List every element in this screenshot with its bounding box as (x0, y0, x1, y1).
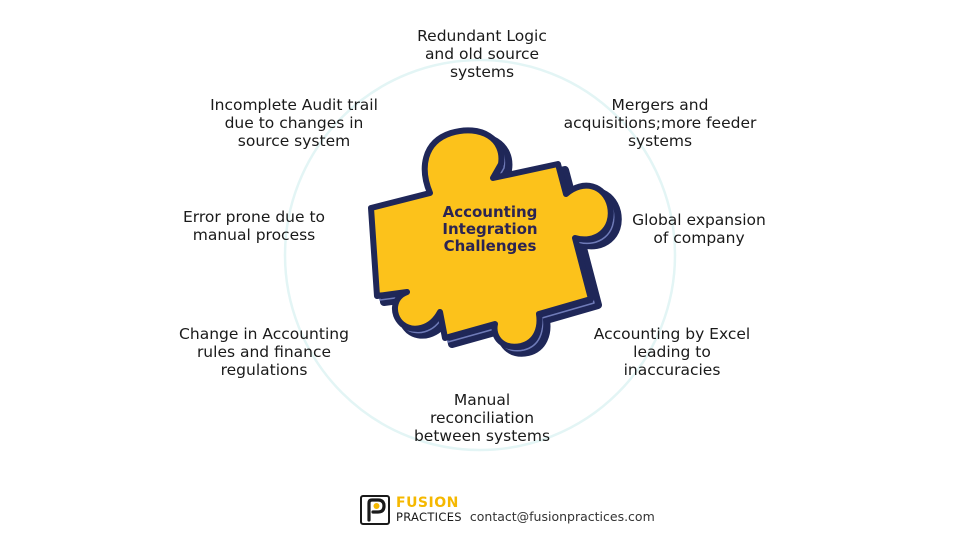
challenge-error-prone: Error prone due to manual process (182, 208, 326, 244)
challenge-accounting-by-excel: Accounting by Excel leading to inaccurac… (593, 325, 751, 379)
challenge-mergers-acquisitions: Mergers and acquisitions;more feeder sys… (563, 96, 757, 150)
brand-name-bottom: PRACTICES (396, 510, 462, 524)
puzzle-piece-body (368, 127, 614, 350)
challenge-global-expansion: Global expansion of company (632, 211, 766, 247)
puzzle-piece-icon (368, 127, 622, 357)
footer: FUSION PRACTICES contact@fusionpractices… (360, 494, 655, 526)
orbit-ring (283, 58, 677, 452)
challenge-manual-reconciliation: Manual reconciliation between systems (413, 391, 551, 445)
challenge-accounting-rules-change: Change in Accounting rules and finance r… (179, 325, 349, 379)
center-title: Accounting Integration Challenges (442, 203, 538, 255)
challenge-redundant-logic: Redundant Logic and old source systems (417, 27, 547, 81)
fusion-practices-logo-icon (360, 495, 390, 525)
challenge-incomplete-audit-trail: Incomplete Audit trail due to changes in… (210, 96, 378, 150)
brand-name-top: FUSION (396, 495, 459, 511)
contact-email[interactable]: contact@fusionpractices.com (469, 508, 655, 524)
brand-name: FUSION PRACTICES (396, 496, 462, 524)
